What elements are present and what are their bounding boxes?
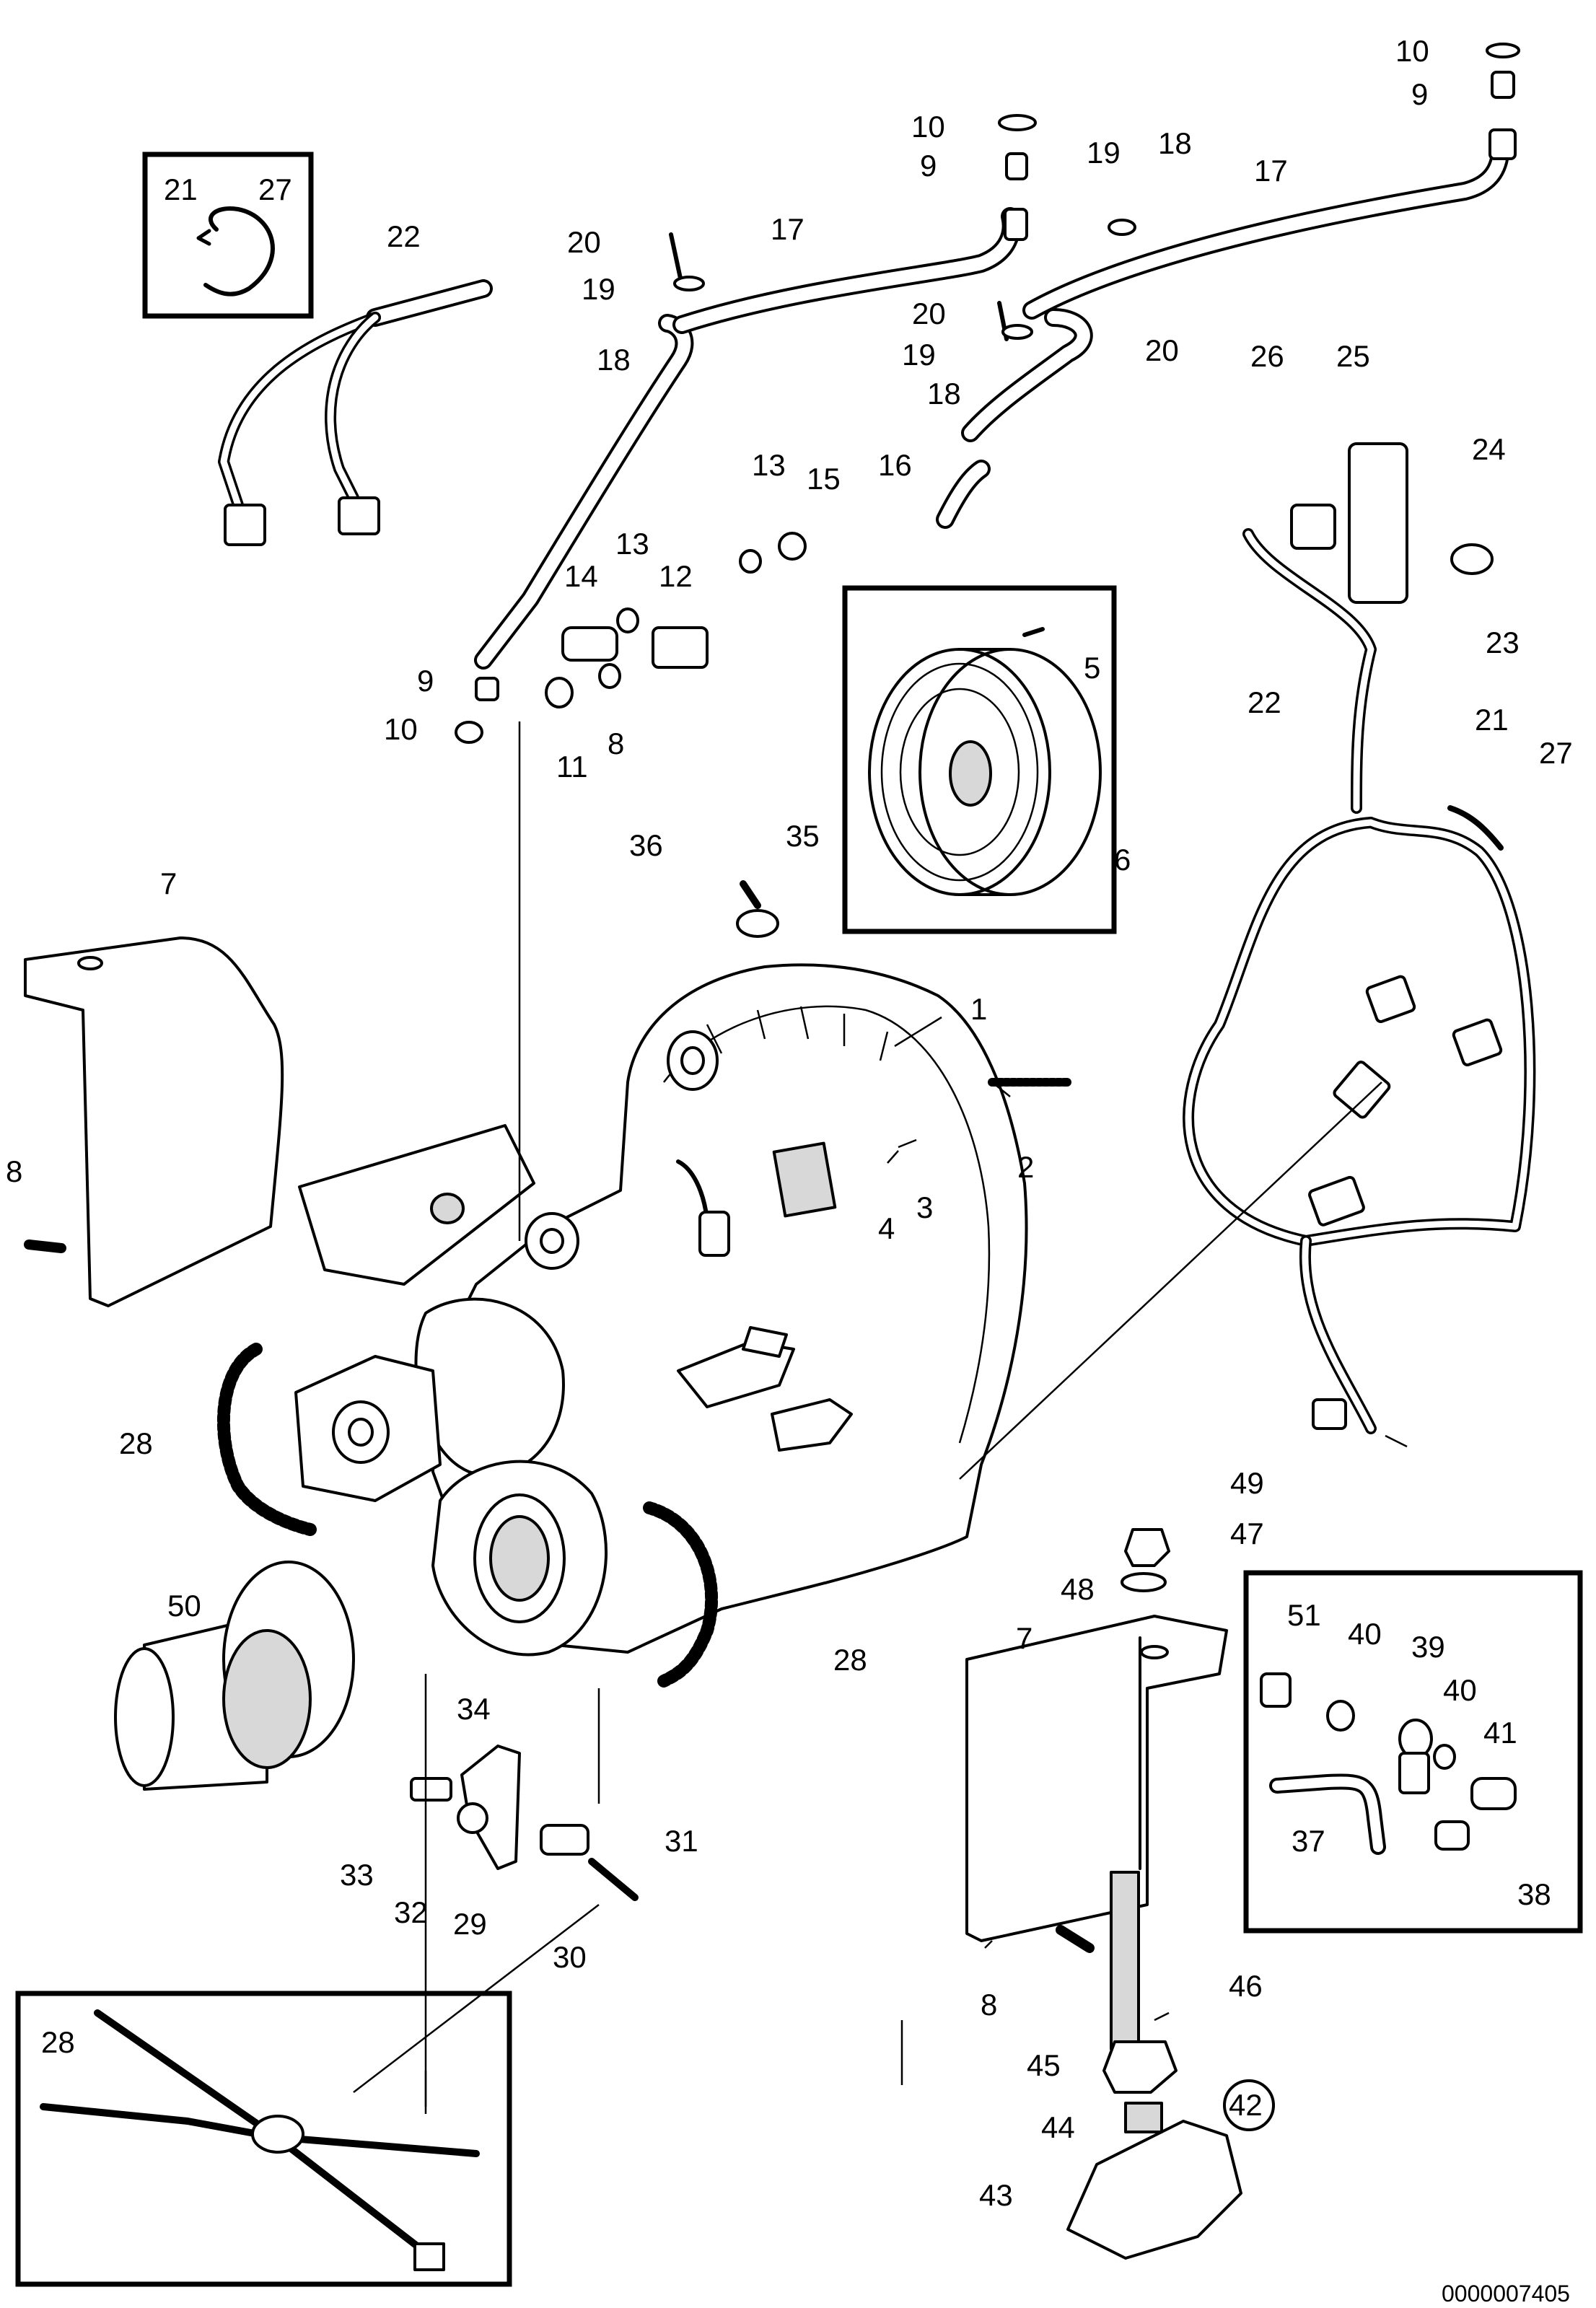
callout-10-middle: 10: [911, 110, 945, 144]
rubber-mount-assembly: [1066, 1528, 1242, 2260]
callout-20-middle: 20: [912, 297, 946, 330]
callout-35: 35: [786, 819, 820, 853]
callout-45: 45: [1027, 2048, 1061, 2082]
callout-21-inset: 21: [164, 172, 198, 206]
callout-49: 49: [1230, 1466, 1264, 1500]
callout-24: 24: [1472, 432, 1506, 466]
callout-42-ring: [1223, 2079, 1275, 2131]
callout-27-inset: 27: [258, 172, 292, 206]
callout-20-right: 20: [1145, 333, 1179, 367]
mounting-brackets: [24, 936, 1228, 1942]
callout-43: 43: [979, 2178, 1013, 2212]
wiring-harness-left: [218, 279, 493, 546]
callout-25: 25: [1336, 339, 1370, 373]
callout-50: 50: [167, 1589, 201, 1623]
callout-7-bottom: 7: [1016, 1621, 1032, 1655]
transmission-housing: [294, 963, 1028, 1657]
inset-flywheel-detail: [842, 585, 1117, 934]
callout-17-right: 17: [1254, 154, 1288, 188]
callout-10-left: 10: [384, 712, 418, 746]
callout-18-middle: 18: [927, 377, 961, 411]
callout-8-left: 8: [6, 1154, 22, 1188]
callout-14: 14: [564, 559, 598, 593]
callout-2: 2: [1017, 1150, 1034, 1184]
callout-28-left: 28: [119, 1426, 153, 1460]
callout-22-right: 22: [1248, 685, 1281, 719]
callout-23: 23: [1486, 626, 1520, 659]
inset-clip-detail: [142, 152, 314, 319]
callout-36: 36: [629, 828, 663, 862]
part-callouts: 1 2 3 4 5 6 7 7 8 8 8 9 9 9 10 10 10 11 …: [6, 34, 1573, 2212]
sensor-assembly-and-bolts: [24, 1078, 1095, 1953]
callout-46: 46: [1229, 1969, 1263, 2003]
callout-13-right: 13: [752, 448, 786, 482]
callout-7-top: 7: [160, 866, 177, 900]
callout-40-left: 40: [1348, 1617, 1382, 1651]
callout-8-bottom: 8: [981, 1988, 997, 2022]
inset-cable-tie-detail: [15, 1991, 512, 2287]
callout-48: 48: [1061, 1572, 1095, 1606]
fittings-and-connectors: [455, 43, 1520, 938]
callout-31: 31: [665, 1824, 698, 1858]
callout-27-harness: 27: [1539, 736, 1573, 770]
callout-26: 26: [1250, 339, 1284, 373]
callout-9-left: 9: [417, 664, 434, 698]
inset-oil-fittings-detail: [1243, 1570, 1583, 1934]
callout-30: 30: [553, 1940, 587, 1974]
callout-10-right: 10: [1395, 34, 1429, 68]
wiring-harness-right: [1183, 442, 1536, 1434]
callout-40-right: 40: [1443, 1673, 1477, 1707]
callout-38: 38: [1517, 1877, 1551, 1911]
callout-15: 15: [807, 462, 841, 496]
callout-22-left: 22: [387, 219, 421, 253]
callout-18-left: 18: [597, 343, 631, 377]
callout-13-left: 13: [615, 527, 649, 561]
callout-28-right: 28: [833, 1643, 867, 1677]
output-flange: [114, 1561, 355, 1791]
callout-20-left: 20: [567, 225, 601, 259]
callout-11: 11: [556, 750, 588, 784]
leader-lines: [353, 721, 1408, 2114]
callout-29: 29: [453, 1907, 487, 1941]
callout-3: 3: [916, 1190, 933, 1224]
callout-1: 1: [970, 992, 987, 1026]
drawing-reference-code: 0000007405: [1442, 2281, 1570, 2307]
callout-19-left: 19: [582, 272, 615, 306]
callout-33: 33: [340, 1858, 374, 1892]
callout-19-middle: 19: [902, 338, 936, 372]
callout-44: 44: [1041, 2110, 1075, 2144]
callout-18-right: 18: [1158, 126, 1192, 160]
callout-51: 51: [1287, 1598, 1321, 1632]
callout-34: 34: [457, 1692, 491, 1726]
callout-28-inset: 28: [41, 2025, 75, 2059]
callout-19-right: 19: [1087, 136, 1121, 170]
callout-39: 39: [1411, 1630, 1445, 1664]
callout-32: 32: [394, 1895, 428, 1929]
callout-9-right: 9: [1411, 77, 1428, 111]
callout-8-valve: 8: [608, 727, 624, 760]
callout-47: 47: [1230, 1517, 1264, 1550]
callout-9-middle: 9: [920, 149, 937, 183]
callout-37: 37: [1292, 1824, 1325, 1858]
callout-21-harness: 21: [1475, 703, 1509, 737]
callout-5: 5: [1084, 651, 1100, 685]
callout-6: 6: [1114, 843, 1131, 877]
flywheel-part: [868, 648, 1102, 896]
callout-12: 12: [659, 559, 693, 593]
callout-17-left: 17: [771, 212, 804, 246]
callout-42: 42: [1229, 2088, 1263, 2122]
callout-4: 4: [878, 1211, 895, 1245]
speed-sensor-gear-rings: [216, 1343, 719, 1688]
callout-41: 41: [1483, 1716, 1517, 1750]
callout-16: 16: [878, 448, 912, 482]
